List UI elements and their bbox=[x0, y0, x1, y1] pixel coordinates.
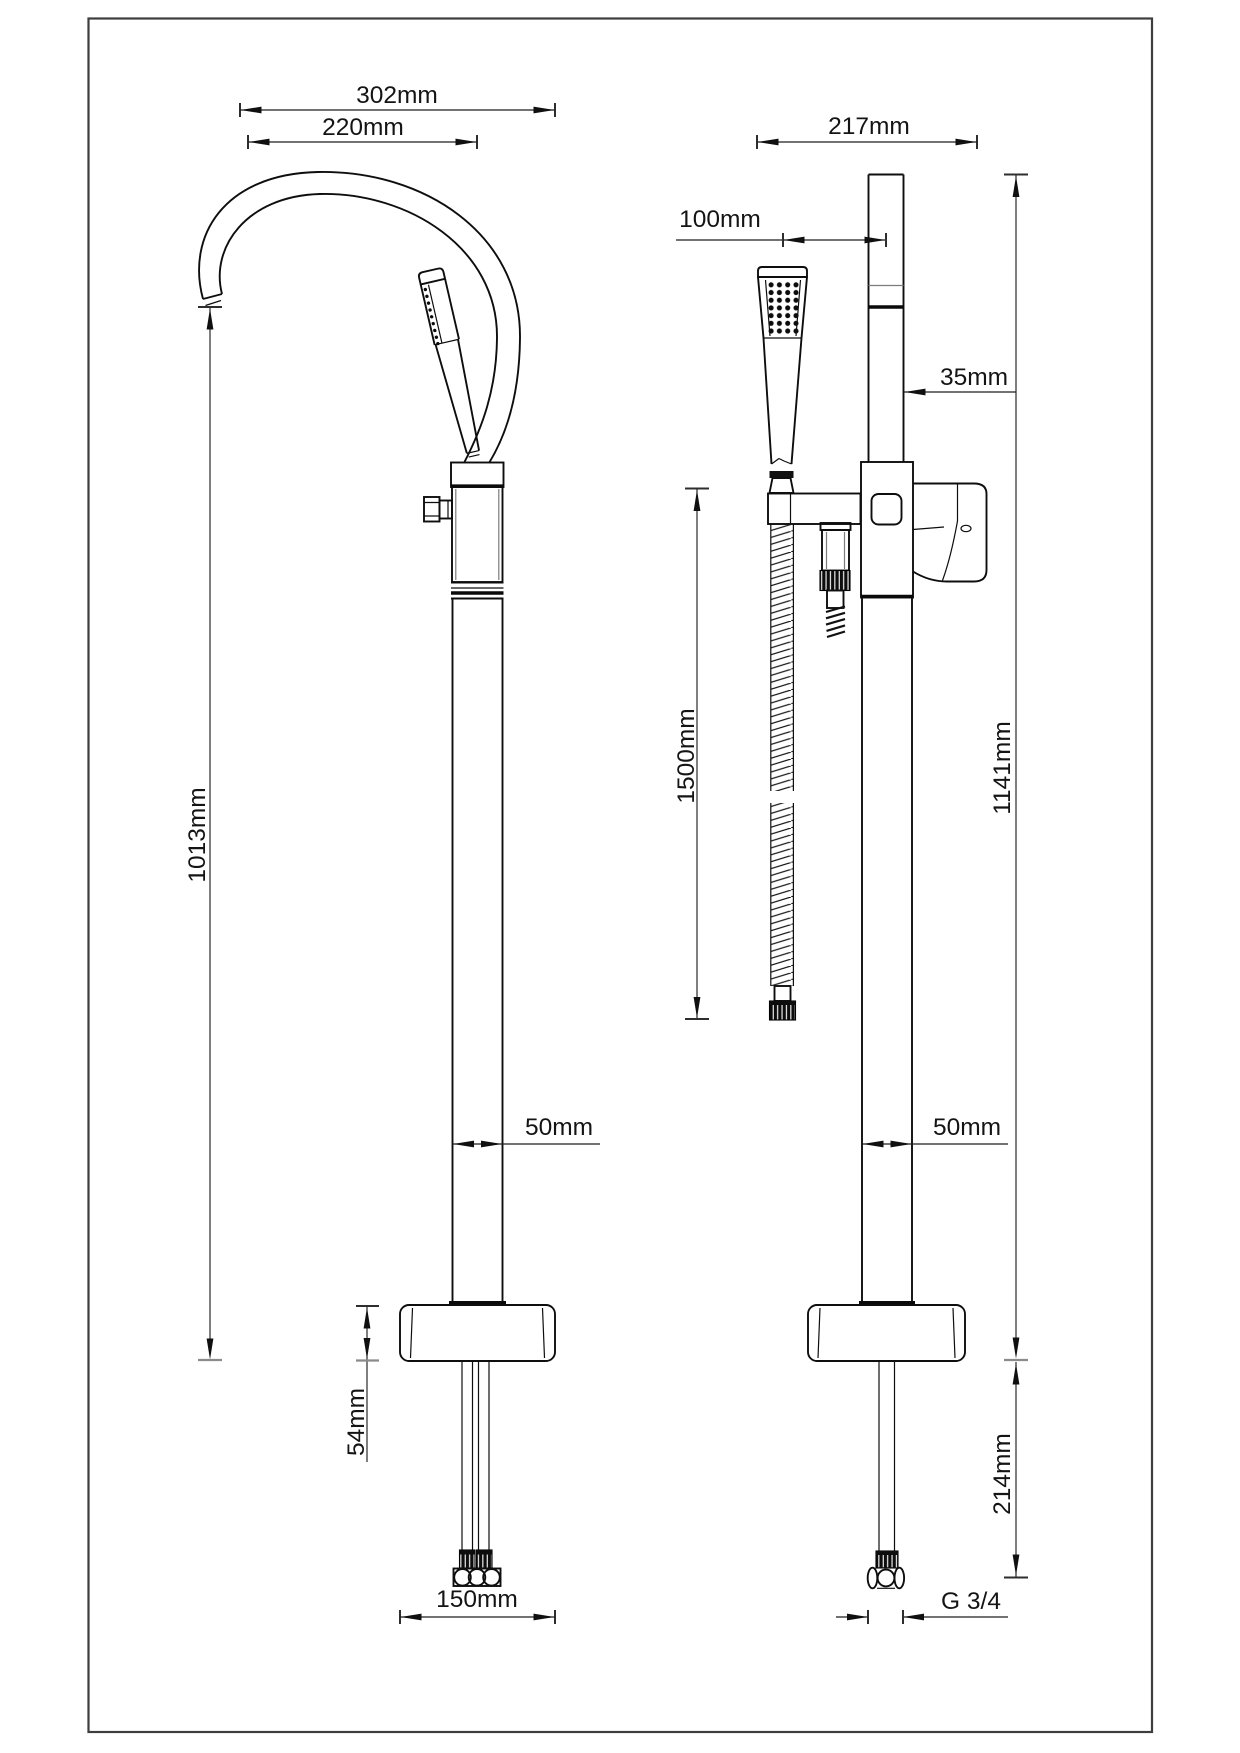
drawing-border bbox=[87, 17, 1154, 1734]
column-side bbox=[861, 597, 913, 1305]
dim-hose-length: 1500mm bbox=[673, 487, 709, 1020]
slide-bar bbox=[867, 173, 905, 462]
dim-label-hose-length: 1500mm bbox=[673, 708, 700, 803]
inlet-nut bbox=[452, 1567, 502, 1587]
flex-tip bbox=[825, 605, 846, 639]
diverter-button bbox=[870, 493, 903, 526]
spout bbox=[198, 171, 521, 464]
dim-spout-reach: 220mm bbox=[247, 114, 478, 149]
column-joint bbox=[451, 581, 504, 600]
dim-label-spout-reach-overall: 302mm bbox=[356, 82, 438, 109]
column bbox=[451, 598, 504, 1305]
pipe-nut bbox=[866, 1566, 906, 1590]
supply-hoses bbox=[461, 1361, 490, 1550]
valve-assembly bbox=[423, 461, 505, 600]
dim-label-column-width-side: 50mm bbox=[933, 1114, 1001, 1141]
dim-overall-height: 1141mm bbox=[989, 173, 1028, 1362]
handle-collar bbox=[769, 471, 794, 478]
dim-label-connection-thread: G 3/4 bbox=[941, 1588, 1001, 1615]
dim-column-width-front: 50mm bbox=[452, 1114, 600, 1148]
dim-label-overall-depth: 217mm bbox=[828, 113, 910, 140]
dim-label-column-width-front: 50mm bbox=[525, 1114, 593, 1141]
side-view: 217mm 100mm 35mm 1500mm bbox=[673, 113, 1028, 1624]
dim-label-overall-height: 1141mm bbox=[989, 721, 1016, 815]
dim-inlet-spread: 150mm bbox=[399, 1586, 556, 1624]
outlet-connector bbox=[819, 522, 852, 639]
dim-label-handshower-offset: 100mm bbox=[679, 206, 761, 233]
dim-label-bar-depth: 35mm bbox=[940, 364, 1008, 391]
dim-connection-thread: G 3/4 bbox=[836, 1588, 1008, 1624]
inlet-pipe bbox=[866, 1361, 906, 1590]
dim-spout-reach-overall: 302mm bbox=[239, 82, 556, 117]
spray-face bbox=[767, 281, 800, 335]
valve-body-side bbox=[860, 461, 914, 599]
shower-hose bbox=[768, 524, 797, 1021]
dim-label-inlet-spread: 150mm bbox=[436, 1586, 518, 1613]
handshower-leaning bbox=[417, 267, 480, 458]
front-view: 302mm 220mm 1013mm 50mm bbox=[184, 82, 600, 1624]
dim-label-under-floor-depth: 214mm bbox=[989, 1433, 1016, 1515]
dim-overall-depth: 217mm bbox=[756, 113, 978, 149]
dim-spout-height: 1013mm bbox=[184, 306, 222, 1362]
dim-handshower-offset: 100mm bbox=[676, 206, 887, 247]
dim-bar-depth: 35mm bbox=[904, 364, 1016, 396]
spray-dots bbox=[423, 287, 440, 346]
dim-label-base-height: 54mm bbox=[343, 1388, 370, 1456]
dim-under-floor-depth: 214mm bbox=[989, 1362, 1028, 1579]
dim-label-spout-height: 1013mm bbox=[184, 787, 211, 882]
diverter-knob bbox=[423, 496, 453, 523]
dim-label-spout-reach: 220mm bbox=[322, 114, 404, 141]
base-plate bbox=[399, 1301, 556, 1362]
hose-connectors bbox=[458, 1549, 493, 1569]
handshower-side bbox=[757, 266, 808, 494]
dim-column-width-side: 50mm bbox=[862, 1114, 1008, 1148]
lever-handle bbox=[912, 482, 988, 583]
dim-base-height: 54mm bbox=[343, 1305, 379, 1462]
base-plate-side bbox=[807, 1301, 966, 1362]
